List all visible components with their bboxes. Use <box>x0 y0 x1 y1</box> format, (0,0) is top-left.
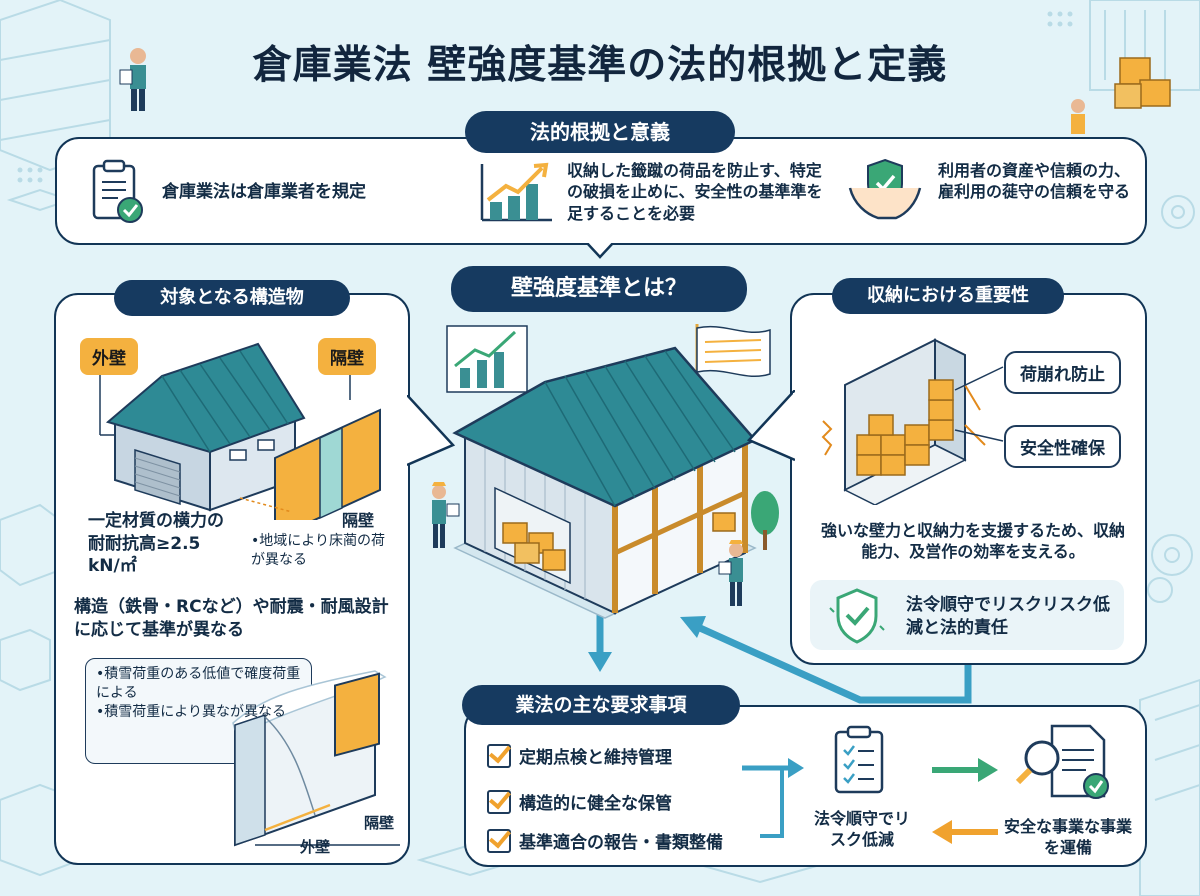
legal-basis-pointer <box>586 243 614 259</box>
legal-basis-item-2-text: 収納した籤蹴の荷品を防止す、特定の破損を止めに、安全性の基準準を足することを必要 <box>567 161 823 223</box>
left-panel-pointer <box>407 395 456 467</box>
requirements-heading: 業法の主な要求事項 <box>462 685 740 725</box>
shield-hands-icon <box>848 158 922 220</box>
growth-chart-icon <box>480 162 552 222</box>
clipboard-check-icon <box>92 159 143 223</box>
requirements-panel <box>464 705 1147 867</box>
storage-importance-heading: 収納における重要性 <box>832 278 1064 314</box>
requirement-item-1: 定期点検と維持管理 <box>487 743 672 768</box>
region-note: •地域により床蔺の荷が異なる <box>251 533 385 568</box>
snow-wall-illustration <box>232 670 400 847</box>
compliance-text: 法令順守でリスクリスク低減と法的責任 <box>906 595 1110 638</box>
requirement-item-2-label: 構造的に健全な保管 <box>519 794 672 814</box>
tag-partition-wall: 隔壁 <box>318 338 376 375</box>
legal-basis-heading: 法的根拠と意義 <box>465 111 735 153</box>
right-panel-pointer <box>746 390 795 462</box>
tag-collapse-prevention: 荷崩れ防止 <box>1004 351 1121 394</box>
shield-check-icon <box>829 588 885 644</box>
wall-strength-standard-heading: 壁強度基準とは？ <box>451 266 747 312</box>
requirements-flow-arrows <box>742 758 998 844</box>
load-standard-text: 一定材質の横力の耐耐抗高≥2.5 kN/㎡ <box>88 511 224 577</box>
checkbox-checked-icon <box>487 743 511 768</box>
target-structures-heading: 対象となる構造物 <box>114 280 350 316</box>
legal-basis-item-3-text: 利用者の資産や信頼の力、雇利用の蓰守の信頼を守る <box>938 161 1131 202</box>
tag-safety-assurance: 安全性確保 <box>1004 425 1121 468</box>
document-search-icon <box>1015 724 1109 799</box>
safe-operation-text: 安全な事業な事業を運備 <box>1003 817 1132 858</box>
snow-load-notes: •積雪荷重のある低値で確度荷重による •積雪荷重により異なが異なる <box>96 666 301 720</box>
requirement-item-3-label: 基準適合の報告・書類整備 <box>519 833 723 853</box>
warehouse-illustration-left <box>99 342 381 520</box>
stacked-boxes-illustration <box>821 338 1004 505</box>
partition-label: 隔壁 <box>342 511 375 530</box>
tag-outer-wall: 外壁 <box>80 338 138 375</box>
requirement-item-1-label: 定期点検と維持管理 <box>519 748 672 768</box>
page-title: 倉庫業法 壁強度基準の法的根拠と定義 <box>252 43 948 88</box>
requirement-item-3: 基準適合の報告・書類整備 <box>487 828 723 853</box>
outer-wall-label-2: 外壁 <box>300 838 331 856</box>
partition-label-2: 隔壁 <box>364 814 395 832</box>
legal-basis-item-1-text: 倉庫業法は倉庫業者を規定 <box>162 182 366 202</box>
checkbox-checked-icon <box>487 828 511 853</box>
central-warehouse-illustration <box>432 324 779 619</box>
storage-description: 強いな壁力と収納力を支援するため、収納能力、及営作の効率を支える。 <box>820 521 1125 562</box>
structure-standard-note: 構造（鉄骨・RCなど）や耐震・耐風設計に応じて基準が異なる <box>74 597 389 640</box>
compliance-result-text: 法令順守でリスク低減 <box>813 809 910 850</box>
checkbox-checked-icon <box>487 789 511 814</box>
checklist-icon <box>834 725 884 794</box>
requirement-item-2: 構造的に健全な保管 <box>487 789 672 814</box>
